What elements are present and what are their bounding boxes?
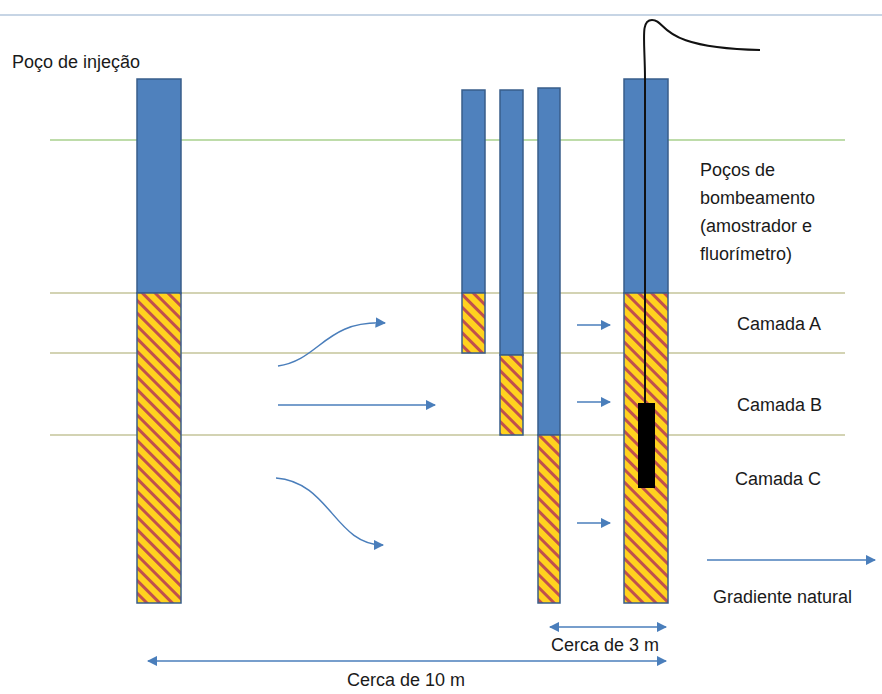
flow-arrow: [276, 478, 383, 545]
gradient-arrow: [707, 559, 875, 561]
well-screen: [538, 435, 560, 603]
well-casing: [500, 90, 523, 355]
layer-label: Camada C: [735, 469, 821, 490]
gradient-label: Gradiente natural: [713, 587, 852, 608]
dimension-arrow: [550, 626, 666, 628]
well-screen: [500, 355, 523, 435]
well-screen: [462, 293, 485, 353]
flow-arrow: [577, 522, 610, 524]
well-casing: [538, 88, 560, 435]
fluorimeter-probe: [638, 403, 655, 488]
flow-arrow: [577, 401, 610, 403]
wells: [137, 79, 668, 603]
well-casing: [137, 79, 181, 293]
dimension-arrow: [148, 660, 666, 662]
well-casing: [462, 90, 485, 293]
layer-label: Camada B: [737, 395, 822, 416]
top-line: [0, 14, 882, 16]
dimension-label: Cerca de 3 m: [551, 635, 659, 656]
dimension-label: Cerca de 10 m: [347, 670, 465, 691]
well-screen: [137, 293, 181, 603]
probe-cable: [644, 20, 760, 403]
flow-arrow: [577, 324, 610, 326]
flow-arrow: [278, 323, 385, 366]
layer-label: Camada A: [737, 314, 821, 335]
wells-label: Poços de bombeamento (amostrador e fluor…: [700, 156, 840, 268]
flow-arrows: [148, 323, 875, 661]
well-label: Poço de injeção: [12, 52, 140, 73]
flow-arrow: [278, 404, 435, 406]
